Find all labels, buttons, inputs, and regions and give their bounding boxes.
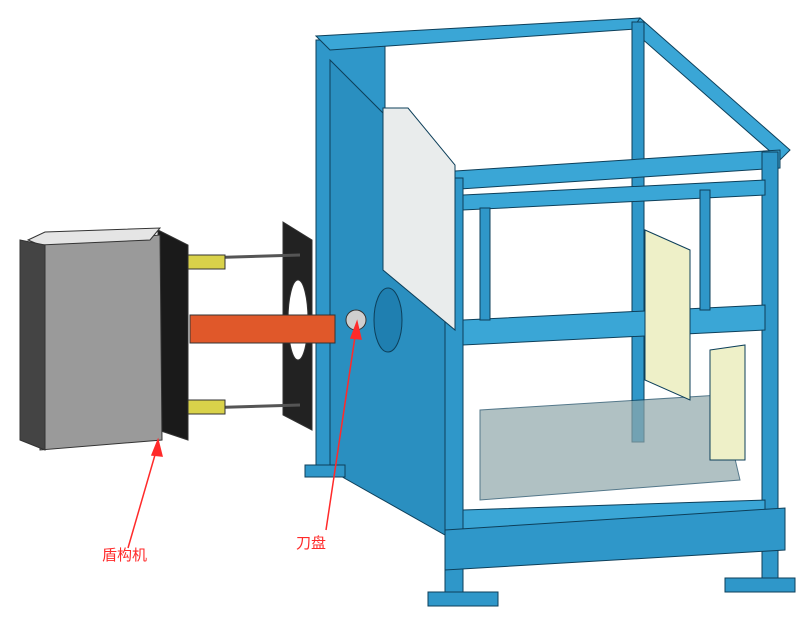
arrow-line-cutter (325, 329, 357, 531)
frame-mid-beam (462, 304, 766, 346)
foot-pad (427, 591, 499, 607)
label-cutter-head: 刀盘 (296, 534, 327, 552)
foot-pad (724, 577, 796, 593)
annotation-arrows (127, 319, 362, 549)
foot-pad (304, 464, 346, 478)
tank-floor (479, 394, 741, 501)
label-shield-machine: 盾构机 (102, 546, 148, 564)
mount-plate (157, 229, 189, 441)
cylinder (184, 399, 226, 415)
side-glass-panel (709, 344, 746, 461)
frame-inner-post (479, 207, 491, 321)
frame-post-back-right (631, 21, 645, 443)
frame-base (444, 507, 786, 571)
test-frame (304, 17, 796, 607)
cylinder (184, 254, 226, 270)
shield-machine (19, 221, 367, 451)
frame-top-right-rail (631, 17, 791, 161)
frame-upper-window-beam (462, 179, 766, 211)
frame-inner-post (699, 189, 711, 311)
arrow-head-shield (150, 437, 163, 457)
arrow-line-shield (127, 447, 158, 549)
machine-body (39, 234, 163, 451)
tunnel-port (373, 287, 403, 353)
frame-top-rail (314, 17, 652, 51)
viewing-window (382, 107, 456, 332)
side-glass-panel (644, 229, 691, 401)
machine-front (19, 239, 46, 451)
drive-shaft (189, 314, 336, 344)
arrow-head-cutter (349, 319, 362, 340)
